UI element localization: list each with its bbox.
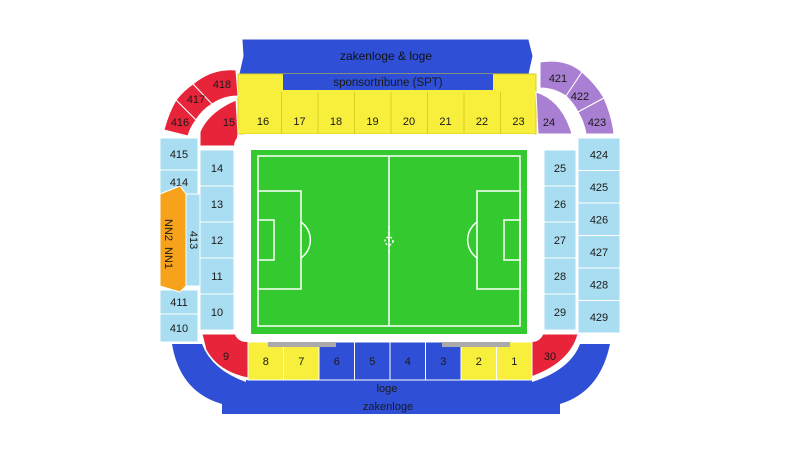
bottom-loge-label: loge bbox=[377, 383, 398, 395]
section-1[interactable] bbox=[496, 341, 533, 381]
bottom-sections: 8 7 6 5 4 3 2 1 bbox=[247, 341, 533, 381]
section-12-label: 12 bbox=[211, 235, 223, 247]
away-section-block[interactable] bbox=[159, 185, 187, 293]
section-1-label: 1 bbox=[511, 356, 517, 368]
section-25-label: 25 bbox=[554, 163, 566, 175]
section-427-label: 427 bbox=[590, 247, 608, 259]
section-410[interactable] bbox=[159, 313, 199, 343]
section-421-label: 421 bbox=[549, 73, 567, 85]
section-417-label: 417 bbox=[187, 94, 205, 106]
section-413-label: 413 bbox=[187, 231, 199, 249]
section-28-label: 28 bbox=[554, 271, 566, 283]
section-23-label: 23 bbox=[512, 116, 524, 128]
section-9-label: 9 bbox=[223, 351, 229, 363]
bottom-business-box[interactable] bbox=[222, 398, 560, 414]
section-2-label: 2 bbox=[476, 356, 482, 368]
section-19-label: 19 bbox=[366, 116, 378, 128]
section-14[interactable] bbox=[199, 149, 235, 187]
section-415-label: 415 bbox=[170, 149, 188, 161]
section-26-label: 26 bbox=[554, 199, 566, 211]
section-5-label: 5 bbox=[369, 356, 375, 368]
section-428-label: 428 bbox=[590, 279, 608, 291]
section-427[interactable] bbox=[577, 235, 621, 269]
section-14-label: 14 bbox=[211, 163, 223, 175]
right-outer-sections: 424 425 426 427 428 429 bbox=[577, 137, 621, 334]
section-29-label: 29 bbox=[554, 307, 566, 319]
section-29[interactable] bbox=[543, 293, 577, 331]
section-4[interactable] bbox=[389, 341, 426, 381]
section-18-label: 18 bbox=[330, 116, 342, 128]
right-inner-sections: 25 26 27 28 29 bbox=[543, 149, 577, 331]
sponsor-tribune-label: sponsortribune (SPT) bbox=[333, 77, 442, 89]
top-business-box-label: zakenloge & loge bbox=[340, 49, 432, 63]
section-22-label: 22 bbox=[476, 116, 488, 128]
section-410-label: 410 bbox=[170, 323, 188, 335]
corner-top-left: 418 417 416 15 bbox=[163, 69, 239, 147]
section-414-label: 414 bbox=[170, 177, 188, 189]
section-13-label: 13 bbox=[211, 199, 223, 211]
section-4-label: 4 bbox=[405, 356, 411, 368]
bottom-loge[interactable] bbox=[246, 380, 532, 396]
section-6-label: 6 bbox=[334, 356, 340, 368]
section-11-label: 11 bbox=[211, 271, 222, 283]
section-417[interactable] bbox=[175, 83, 213, 121]
section-416[interactable] bbox=[163, 99, 197, 137]
away-section-nn2: NN2 bbox=[162, 219, 174, 241]
sponsor-tribune[interactable] bbox=[283, 74, 493, 90]
section-423-label: 423 bbox=[588, 117, 606, 129]
section-30-label: 30 bbox=[544, 351, 556, 363]
section-15-label: 15 bbox=[223, 117, 235, 129]
section-16-label: 16 bbox=[257, 116, 269, 128]
section-422-label: 422 bbox=[571, 91, 589, 103]
section-17-label: 17 bbox=[293, 116, 305, 128]
section-24[interactable] bbox=[535, 91, 573, 135]
section-25[interactable] bbox=[543, 149, 577, 187]
section-429[interactable] bbox=[577, 300, 621, 334]
away-section-nn1: NN1 bbox=[162, 247, 174, 269]
section-8-label: 8 bbox=[263, 356, 269, 368]
top-sections: 16 17 18 19 20 21 22 23 bbox=[257, 92, 525, 134]
dugout-right bbox=[442, 342, 510, 347]
section-28[interactable] bbox=[543, 257, 577, 295]
left-outer-sections: 415 414 413 411 410 bbox=[159, 137, 201, 343]
section-418-label: 418 bbox=[213, 79, 231, 91]
section-27-label: 27 bbox=[554, 235, 566, 247]
section-2[interactable] bbox=[460, 341, 497, 381]
left-inner-sections: 14 13 12 11 10 bbox=[199, 149, 235, 331]
section-425[interactable] bbox=[577, 170, 621, 204]
section-423[interactable] bbox=[577, 97, 615, 135]
section-426[interactable] bbox=[577, 202, 621, 236]
section-27[interactable] bbox=[543, 221, 577, 259]
section-11[interactable] bbox=[199, 257, 235, 295]
section-10-label: 10 bbox=[211, 307, 223, 319]
section-3[interactable] bbox=[425, 341, 462, 381]
section-8[interactable] bbox=[247, 341, 284, 381]
section-10[interactable] bbox=[199, 293, 235, 331]
section-416-label: 416 bbox=[171, 117, 189, 129]
section-428[interactable] bbox=[577, 267, 621, 301]
section-3-label: 3 bbox=[440, 356, 446, 368]
section-7-label: 7 bbox=[298, 356, 304, 368]
section-426-label: 426 bbox=[590, 214, 608, 226]
section-24-label: 24 bbox=[543, 117, 555, 129]
dugout-left bbox=[268, 342, 336, 347]
section-13[interactable] bbox=[199, 185, 235, 223]
section-424-label: 424 bbox=[590, 149, 608, 161]
section-429-label: 429 bbox=[590, 312, 608, 324]
section-21-label: 21 bbox=[439, 116, 451, 128]
top-business-box-group: zakenloge & loge bbox=[239, 39, 533, 75]
section-20-label: 20 bbox=[403, 116, 415, 128]
bottom-business-box-label: zakenloge bbox=[363, 401, 413, 413]
pitch-markings bbox=[257, 155, 521, 327]
corner-top-right: 421 422 423 24 bbox=[535, 60, 615, 135]
section-411[interactable] bbox=[159, 289, 199, 315]
section-425-label: 425 bbox=[590, 182, 608, 194]
section-6[interactable] bbox=[318, 341, 355, 381]
away-sections: NN2 NN1 bbox=[159, 185, 187, 293]
section-15[interactable] bbox=[199, 99, 239, 147]
section-411-label: 411 bbox=[170, 297, 188, 309]
